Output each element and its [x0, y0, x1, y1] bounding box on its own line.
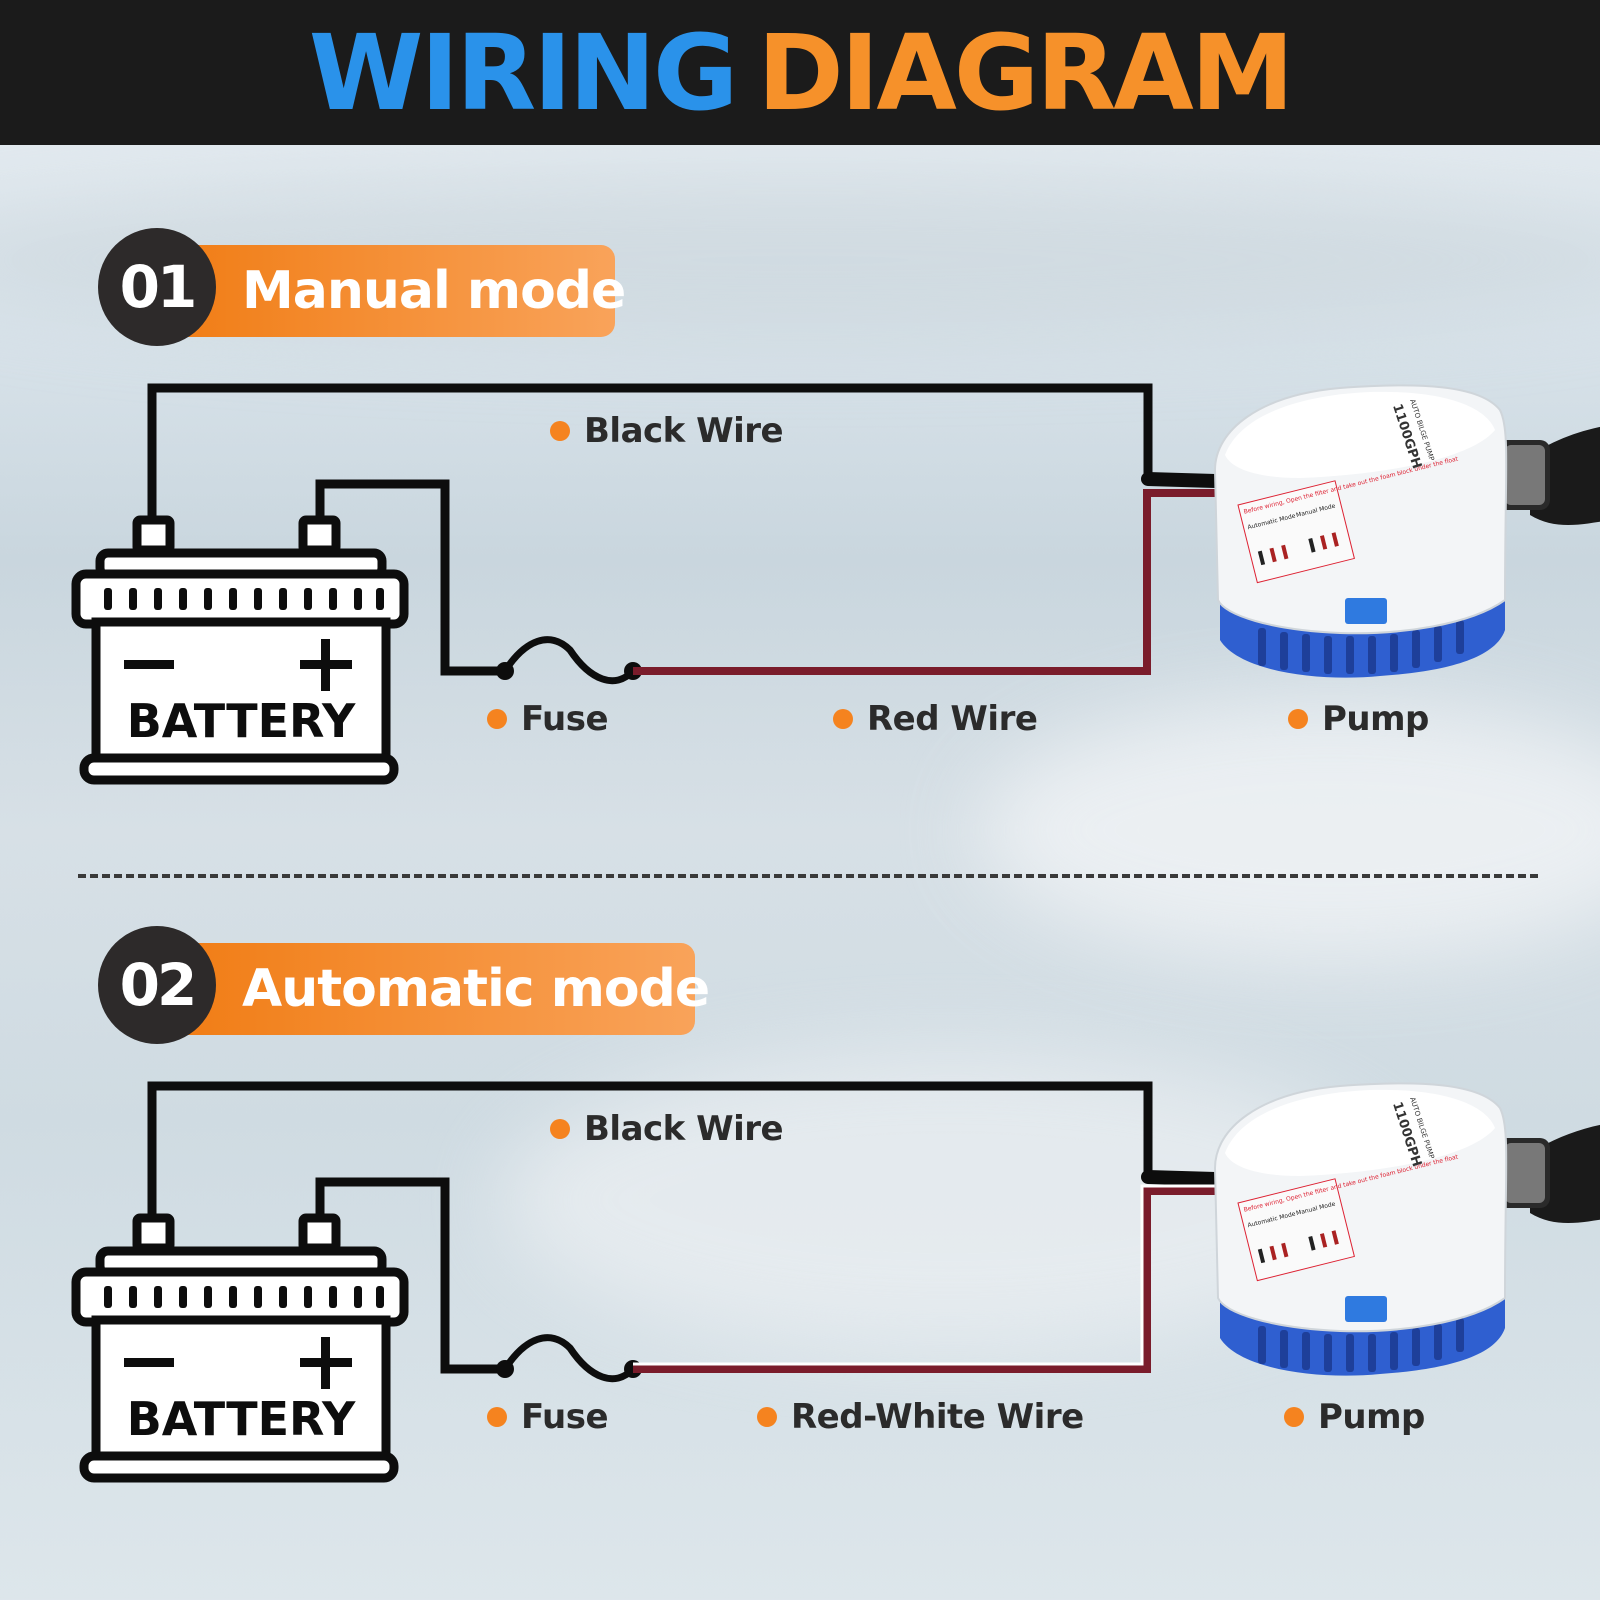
bilge-pump-image: Before wiring, Open the filter and take …	[1213, 1082, 1600, 1376]
bullet-dot	[487, 709, 507, 729]
battery-label: BATTERY	[127, 1392, 356, 1446]
positive-wire	[315, 1177, 505, 1374]
fuse-terminal	[496, 662, 514, 680]
battery-label: BATTERY	[127, 694, 356, 748]
positive-wire	[315, 479, 505, 676]
red-wire	[633, 489, 1215, 675]
bullet-dot	[757, 1407, 777, 1427]
bullet-dot	[550, 421, 570, 441]
bullet-dot	[1288, 709, 1308, 729]
label-fuse: Fuse	[487, 699, 609, 739]
wiring-diagram-automatic: BATTERY Before wiring, Open the filter a…	[71, 1081, 1600, 1483]
section-badge: Manual mode	[140, 245, 626, 337]
label-pump: Pump	[1284, 1397, 1425, 1437]
fuse-terminal	[496, 1360, 514, 1378]
bullet-dot	[833, 709, 853, 729]
minus-sign	[124, 1358, 174, 1367]
pump-cable	[1141, 472, 1222, 488]
section-number: 01	[98, 228, 216, 346]
title-word-diagram: DIAGRAM	[757, 11, 1294, 134]
pump-cable	[1141, 1170, 1222, 1186]
bullet-dot	[1284, 1407, 1304, 1427]
bullet-dot	[487, 1407, 507, 1427]
fuse-symbol	[502, 636, 636, 685]
section-number: 02	[98, 926, 216, 1044]
label-fuse: Fuse	[487, 1397, 609, 1437]
minus-sign	[124, 660, 174, 669]
section-title: Automatic mode	[242, 959, 710, 1019]
label-black-wire: Black Wire	[550, 411, 784, 451]
black-wire	[147, 1081, 1210, 1218]
section-divider	[78, 874, 1538, 878]
red-white-wire	[633, 1187, 1215, 1373]
section-badge: Automatic mode	[140, 943, 710, 1035]
bilge-pump-image: Before wiring, Open the filter and take …	[1213, 384, 1600, 678]
title-word-wiring: WIRING	[308, 11, 739, 134]
label-black-wire: Black Wire	[550, 1109, 784, 1149]
label-red-white-wire: Red-White Wire	[757, 1397, 1084, 1437]
battery-icon: BATTERY	[71, 515, 409, 785]
wiring-diagram-manual: BATTERY Before wiring, Open the filter a…	[71, 383, 1600, 785]
section-title: Manual mode	[242, 261, 626, 321]
red-white-wire-stripe	[633, 1184, 1215, 1366]
fuse-symbol	[502, 1334, 636, 1383]
black-wire	[147, 383, 1210, 520]
label-pump: Pump	[1288, 699, 1429, 739]
bullet-dot	[550, 1119, 570, 1139]
page-header: WIRING DIAGRAM	[0, 0, 1600, 145]
label-red-wire: Red Wire	[833, 699, 1038, 739]
battery-icon: BATTERY	[71, 1213, 409, 1483]
